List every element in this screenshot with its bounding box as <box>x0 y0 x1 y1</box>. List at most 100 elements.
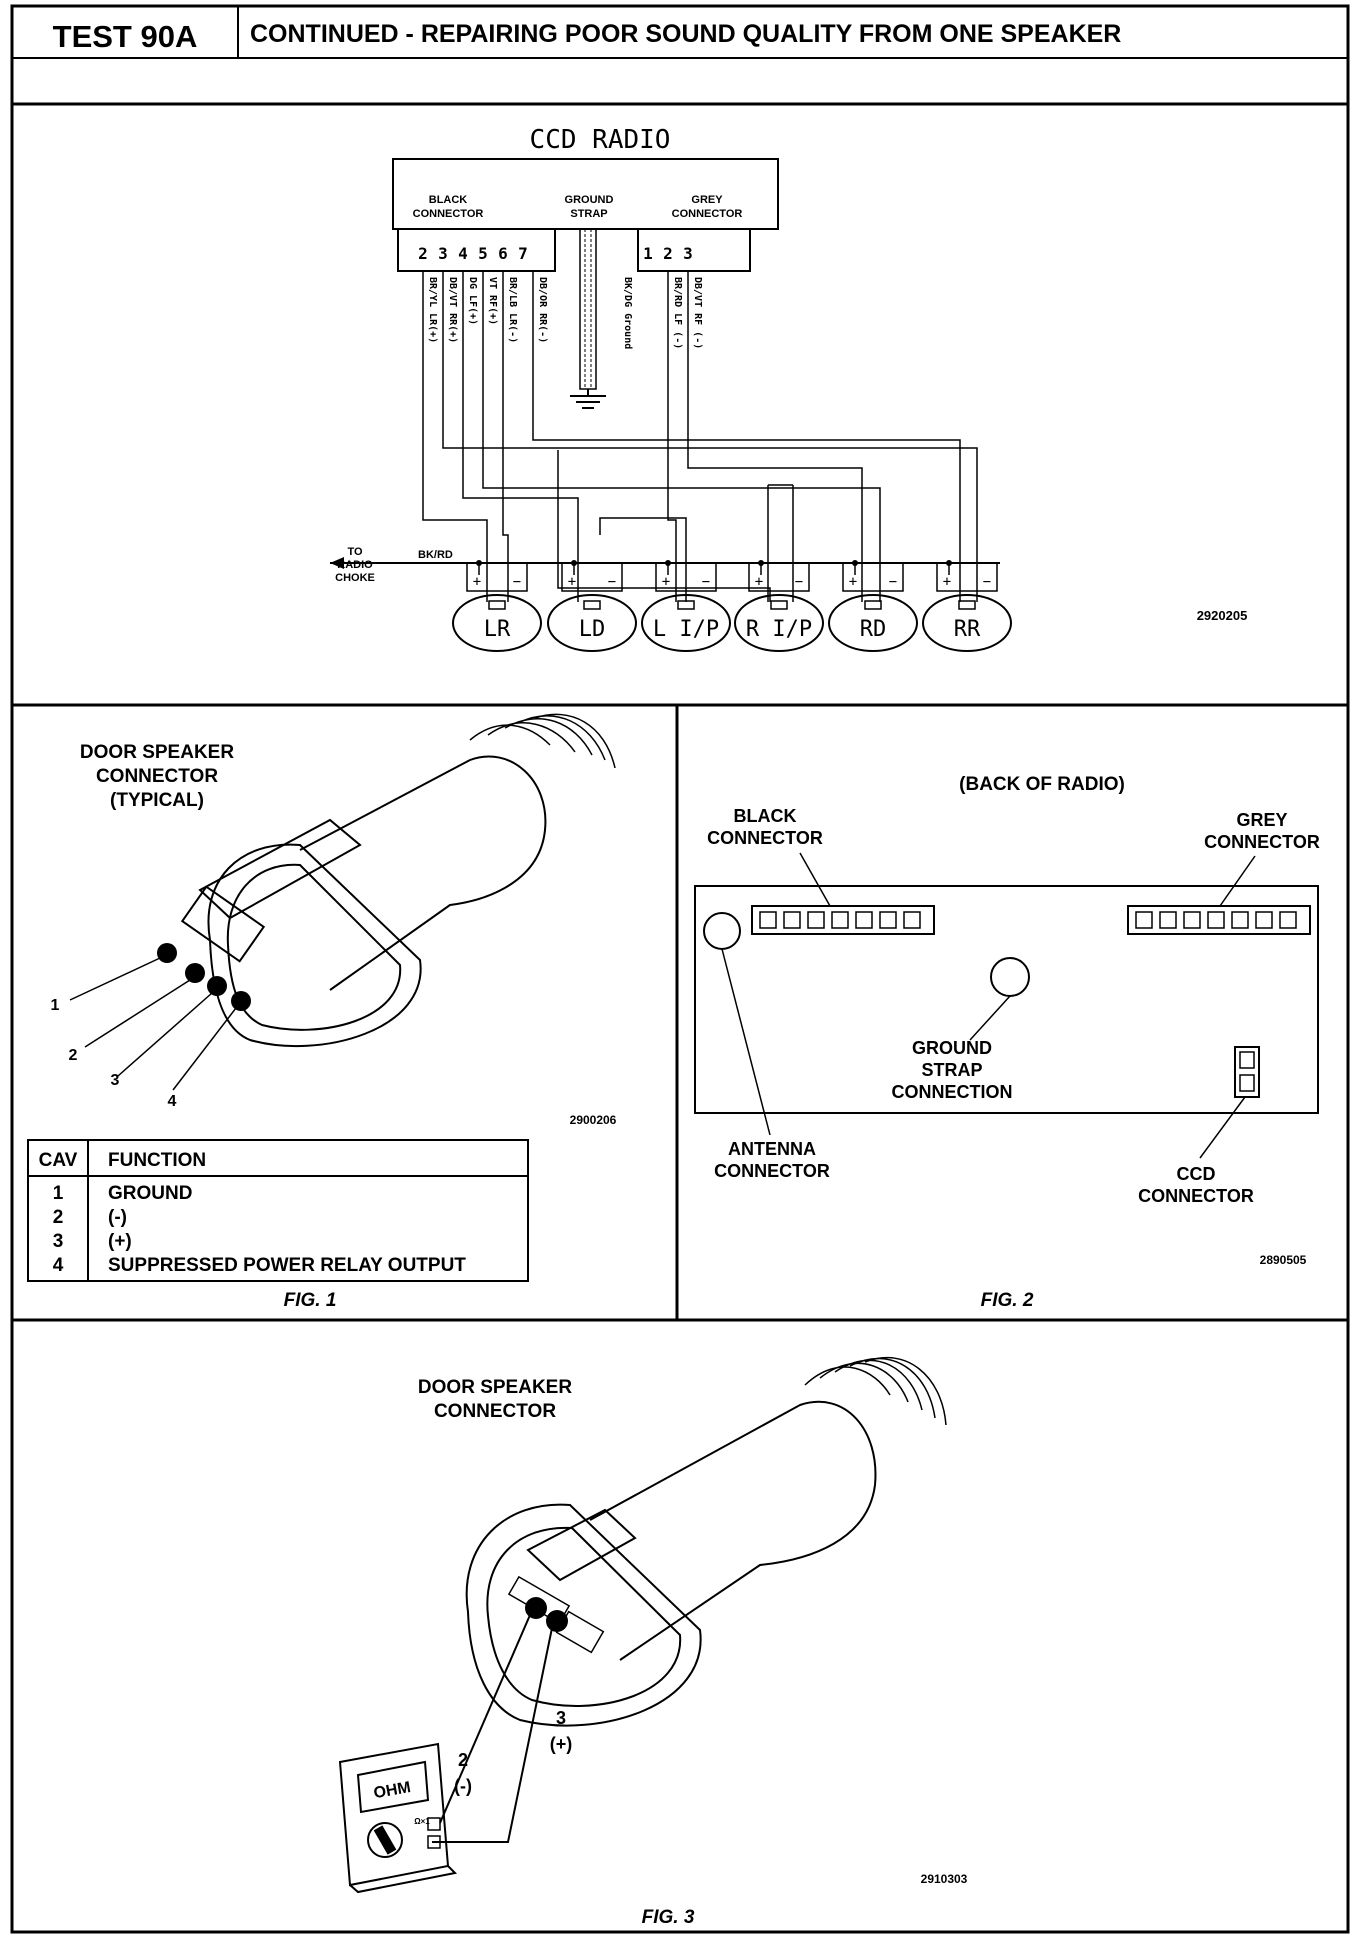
speaker-icon <box>734 594 824 652</box>
ground-strap-stud <box>990 957 1030 997</box>
choke-arrow-icon <box>330 557 344 569</box>
grey-connector-label-2: CONNECTOR <box>672 208 743 220</box>
speaker-rd: +−RD <box>828 560 918 652</box>
speaker-rr: +−RR <box>922 560 1012 652</box>
wire-label-4: BR/LB LR(-) <box>507 277 518 343</box>
fig2-black-connector-1: BLACK <box>734 806 797 826</box>
fig2-black-connector <box>751 905 935 935</box>
fig2-antenna-2: CONNECTOR <box>714 1161 830 1181</box>
splice-dot <box>571 560 577 566</box>
speaker-plug <box>488 600 506 610</box>
speaker-label: R I/P <box>746 617 812 642</box>
speaker-label: LD <box>579 617 606 642</box>
splice-dot <box>476 560 482 566</box>
fig1-connector-drawing <box>69 713 616 1091</box>
fig2-back-of-radio: (BACK OF RADIO) BLACK CONNECTOR GREY CON… <box>694 774 1320 1311</box>
speaker-plus-label: + <box>662 574 670 590</box>
black-connector-cell <box>831 911 849 929</box>
wire-label-2: DG LF(+) <box>467 277 478 325</box>
ground-strap-label-2: STRAP <box>570 208 607 220</box>
speaker-icon <box>641 594 731 652</box>
grey-connector-cell <box>1183 911 1201 929</box>
fig1-door-speaker-connector: DOOR SPEAKER CONNECTOR (TYPICAL) 1 2 3 <box>27 713 617 1311</box>
fig3-ohmmeter-test: DOOR SPEAKER CONNECTOR 2 (-) 3 (+) <box>338 1356 968 1928</box>
black-connector-cell <box>807 911 825 929</box>
speaker-minus-label: − <box>889 574 897 590</box>
positive-test-lead <box>432 1627 553 1843</box>
ohmmeter-jack-negative <box>427 1817 441 1831</box>
wire-label-5: DB/OR RR(-) <box>537 277 548 343</box>
table-cell-function: (+) <box>108 1231 132 1252</box>
grey-connector-label-1: GREY <box>691 194 723 206</box>
speaker-icon <box>452 594 542 652</box>
wiring-fig-number: 2920205 <box>1197 608 1248 623</box>
wire-label-8: DB/VT RF (-) <box>692 277 703 349</box>
wire-label-0: BR/YL LR(+) <box>427 277 438 343</box>
fig3-title-2: CONNECTOR <box>434 1401 556 1422</box>
fig1-pin-label-2: 2 <box>69 1047 78 1064</box>
bkrd-label: BK/RD <box>418 549 453 561</box>
grey-connector-cell <box>1159 911 1177 929</box>
speaker-terminal-block <box>748 562 810 592</box>
ohmmeter-range: Ω×1 <box>414 1817 430 1826</box>
speaker-minus-label: − <box>983 574 991 590</box>
speaker-label: L I/P <box>653 617 719 642</box>
speaker-terminal-block <box>842 562 904 592</box>
ohmmeter-jack-positive <box>427 1835 441 1849</box>
connector-cells <box>759 911 1297 929</box>
wiring-diagram: CCD RADIO BLACK CONNECTOR GROUND STRAP G… <box>330 125 1248 652</box>
speaker-minus-label: − <box>608 574 616 590</box>
choke-label-2: RADIO <box>337 559 373 571</box>
table-cell-cav: 4 <box>53 1255 64 1276</box>
fig1-title-1: DOOR SPEAKER <box>80 742 234 763</box>
grey-connector-cell <box>1135 911 1153 929</box>
black-connector-label-1: BLACK <box>429 194 468 206</box>
splice-dot <box>946 560 952 566</box>
test-id: TEST 90A <box>53 19 198 54</box>
ohmmeter-display: OHM <box>372 1779 412 1802</box>
fig1-pin-label-1: 1 <box>51 997 60 1014</box>
wire-labels: BR/YL LR(+)DB/VT RR(+)DG LF(+)VT RF(+)BR… <box>427 277 703 349</box>
speaker-terminal-block <box>655 562 717 592</box>
splice-dot <box>758 560 764 566</box>
black-pin-2: 2 <box>418 244 428 263</box>
grey-pin-2: 2 <box>663 244 673 263</box>
table-row: 2(-) <box>53 1207 127 1228</box>
speaker-icon <box>922 594 1012 652</box>
radio-back-panel <box>694 885 1319 1114</box>
speaker-plug <box>770 600 788 610</box>
speaker-label: RD <box>860 617 887 642</box>
negative-test-lead <box>439 1614 531 1824</box>
black-pin-5: 5 <box>478 244 488 263</box>
ohmmeter-dial-icon <box>367 1822 403 1858</box>
fig1-title-2: CONNECTOR <box>96 766 218 787</box>
speaker-plus-label: + <box>943 574 951 590</box>
speaker-minus-label: − <box>795 574 803 590</box>
speaker-lip: +−L I/P <box>641 560 731 652</box>
speaker-plug <box>864 600 882 610</box>
grey-pin-1: 1 <box>643 244 653 263</box>
fig2-caption: FIG. 2 <box>981 1290 1034 1311</box>
fig1-pin-label-4: 4 <box>168 1093 177 1110</box>
wire-label-7: BR/RD LF (-) <box>672 277 683 349</box>
table-header-function: FUNCTION <box>108 1150 206 1171</box>
table-cell-function: GROUND <box>108 1183 192 1204</box>
wire-label-1: DB/VT RR(+) <box>447 277 458 343</box>
black-connector-block <box>397 228 556 272</box>
ohmmeter: OHM Ω×1 <box>338 1742 458 1894</box>
fig1-title-3: (TYPICAL) <box>110 790 204 811</box>
page-frame <box>10 4 1350 1934</box>
table-cell-cav: 2 <box>53 1207 64 1228</box>
fig2-ccd-1: CCD <box>1177 1164 1216 1184</box>
fig3-title-1: DOOR SPEAKER <box>418 1377 572 1398</box>
page-title: CONTINUED - REPAIRING POOR SOUND QUALITY… <box>250 20 1121 48</box>
speaker-icon <box>547 594 637 652</box>
black-connector-cell <box>903 911 921 929</box>
fig3-caption: FIG. 3 <box>642 1907 695 1928</box>
fig3-pin2-label: 2 <box>458 1750 468 1770</box>
